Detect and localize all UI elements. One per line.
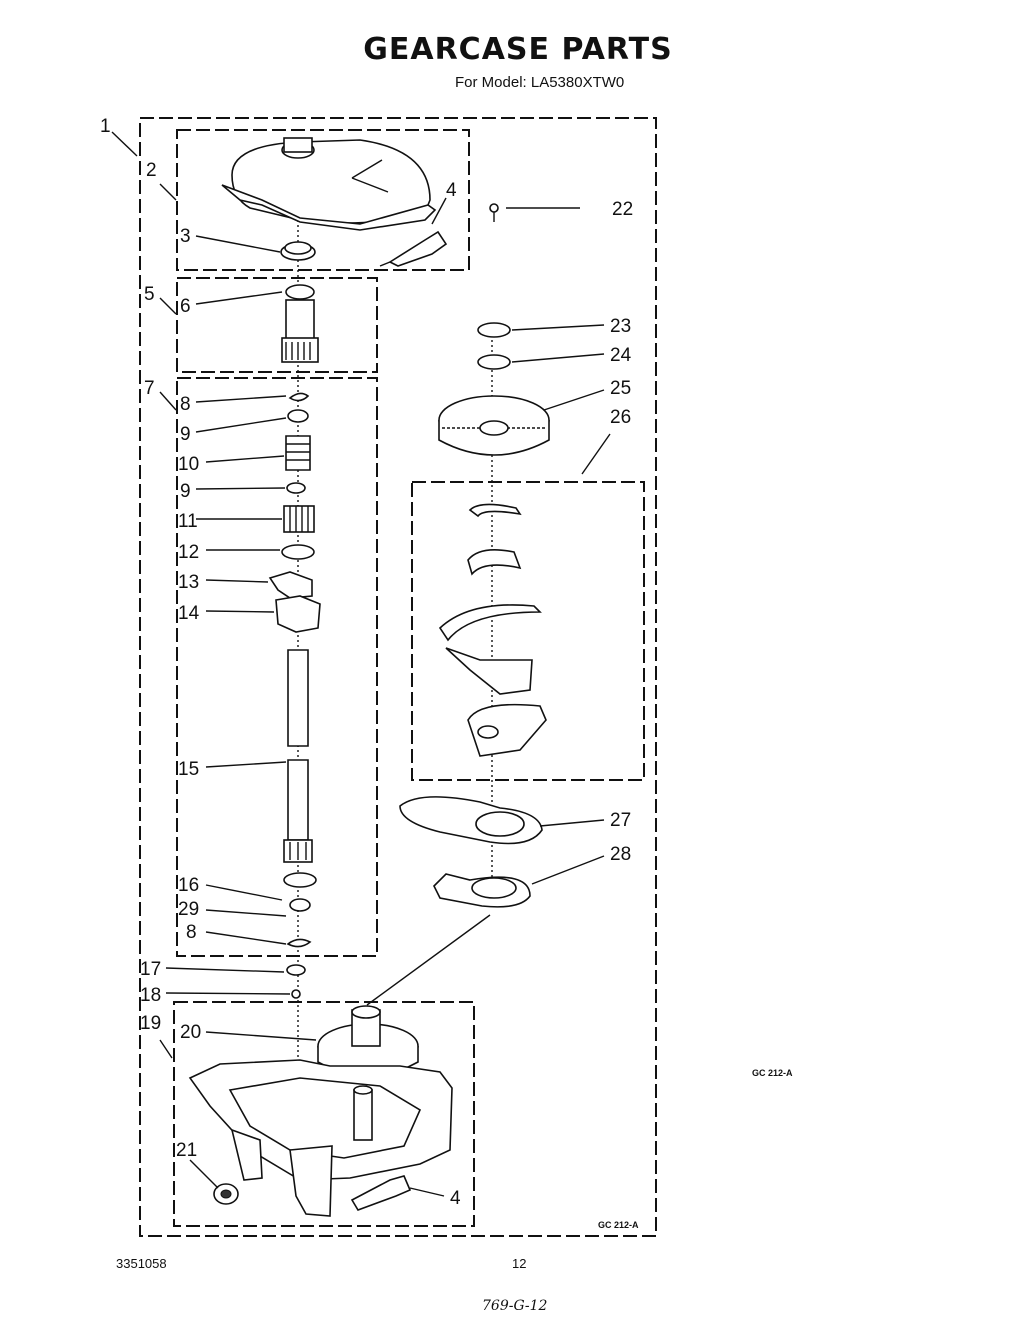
- gearcase-cover-part: [221, 137, 437, 231]
- callout-14: 14: [178, 603, 200, 624]
- group-box-19: [173, 1001, 475, 1227]
- right-column-parts: [399, 322, 550, 908]
- callout-10: 10: [178, 454, 199, 475]
- page-title: GEARCASE PARTS: [363, 32, 673, 67]
- model-subtitle: For Model: LA5380XTW0: [455, 74, 625, 91]
- thrust-washer-part: [286, 964, 306, 999]
- callout-3: 3: [180, 226, 191, 247]
- callout-19: 19: [140, 1013, 161, 1034]
- callout-12: 12: [178, 542, 199, 563]
- callout-29: 29: [178, 899, 199, 920]
- callout-26: 26: [610, 407, 631, 428]
- plug-part: [213, 1183, 239, 1205]
- group-box-2: [176, 129, 470, 271]
- grease-tube-part: [379, 230, 448, 267]
- callout-18: 18: [140, 985, 161, 1006]
- callout-23: 23: [610, 316, 631, 337]
- callout-21: 21: [176, 1140, 197, 1161]
- callout-9-lower: 9: [180, 481, 191, 502]
- callout-1: 1: [100, 116, 111, 137]
- footer-part-number: 3351058: [116, 1256, 167, 1271]
- callout-8-upper: 8: [180, 394, 191, 415]
- callout-20: 20: [180, 1022, 201, 1043]
- group-box-1: [139, 117, 657, 1237]
- callout-2: 2: [146, 160, 157, 181]
- callout-16: 16: [178, 875, 199, 896]
- callout-25: 25: [610, 378, 631, 399]
- diagram-code-box: GC 212-A: [598, 1220, 639, 1230]
- group-7-parts: [268, 392, 321, 948]
- footer-handwritten-note: 769-G-12: [482, 1298, 548, 1314]
- callout-9-upper: 9: [180, 424, 191, 445]
- leader-lines: [111, 131, 611, 1197]
- callout-15: 15: [178, 759, 199, 780]
- group-box-7: [176, 377, 378, 957]
- callout-8-lower: 8: [186, 922, 197, 943]
- grease-tube-lower-part: [350, 1175, 412, 1211]
- callout-27: 27: [610, 810, 631, 831]
- callout-13: 13: [178, 572, 199, 593]
- seal-part: [280, 241, 316, 261]
- callout-4-lower: 4: [450, 1188, 461, 1209]
- callout-4-upper: 4: [446, 180, 457, 201]
- screw-part: [489, 203, 499, 222]
- callout-11: 11: [178, 511, 198, 532]
- callout-17: 17: [140, 959, 161, 980]
- pinion-part: [281, 284, 319, 363]
- gearcase-base-part: [188, 1059, 453, 1217]
- diagram-code-side: GC 212-A: [752, 1068, 793, 1078]
- callout-5: 5: [144, 284, 155, 305]
- callout-24: 24: [610, 345, 632, 366]
- group-box-26: [411, 481, 645, 781]
- footer-page-number: 12: [512, 1256, 526, 1271]
- callout-28: 28: [610, 844, 631, 865]
- callout-7: 7: [144, 378, 155, 399]
- callout-6: 6: [180, 296, 191, 317]
- callout-22: 22: [612, 199, 633, 220]
- group-box-5: [176, 277, 378, 373]
